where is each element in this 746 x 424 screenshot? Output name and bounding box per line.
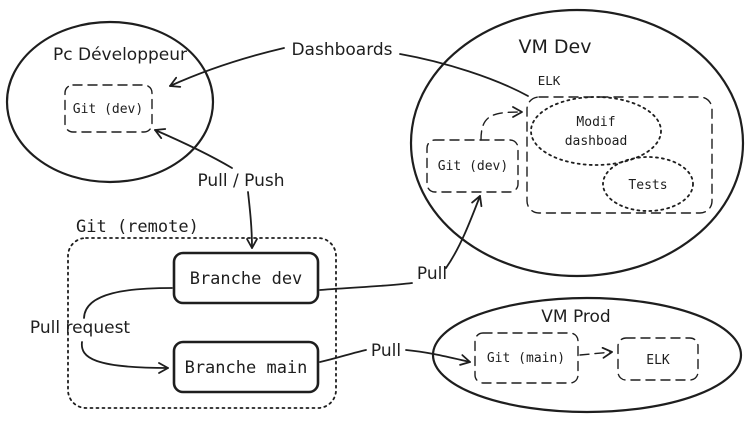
branch-dev-box — [172, 251, 320, 305]
node-vm-dev: VM Dev Git (dev) ELK Modif dashboad Test… — [409, 8, 745, 278]
branch-main-box — [172, 340, 320, 394]
pull-push-label: Pull / Push — [197, 171, 284, 191]
pull-dev-line-1 — [319, 282, 413, 291]
vm-prod-elk-box — [617, 337, 699, 381]
vm-dev-git-box — [426, 139, 519, 193]
modif-dashboard-line1: Modif — [576, 115, 615, 130]
pull-request-arrow — [81, 341, 169, 374]
vm-prod-elk-label: ELK — [646, 353, 670, 368]
pc-dev-git-label: Git (dev) — [73, 102, 143, 117]
pull-push-arrow-up — [154, 128, 233, 169]
vm-dev-elk-box — [526, 96, 713, 214]
edge-pull-to-vm-dev: Pull — [319, 195, 483, 291]
dashboards-arrow — [169, 47, 285, 88]
git-remote-box — [67, 237, 337, 409]
pc-dev-title: Pc Développeur — [53, 45, 187, 65]
pull-prod-arrow — [405, 349, 471, 366]
dashboards-line — [399, 53, 529, 97]
vm-prod-ellipse — [431, 296, 743, 414]
pc-dev-git-box — [64, 84, 153, 133]
modif-dashboard-line2: dashboad — [565, 134, 628, 149]
git-remote-title: Git (remote) — [76, 217, 199, 237]
node-pc-dev: Pc Développeur Git (dev) — [5, 20, 215, 184]
edge-pull-request: Pull request — [30, 287, 173, 374]
modif-dashboard-ellipse — [530, 96, 662, 166]
pull-push-arrow-down — [246, 191, 258, 249]
vm-prod-git-box — [474, 332, 579, 384]
branch-main-label: Branche main — [185, 358, 308, 378]
pull-dev-arrow — [445, 195, 483, 269]
tests-ellipse — [602, 156, 694, 212]
pull-prod-line-1 — [319, 349, 367, 363]
vm-dev-ellipse — [409, 8, 745, 278]
vm-dev-title: VM Dev — [519, 36, 592, 58]
vm-prod-title: VM Prod — [541, 307, 610, 327]
node-vm-prod: VM Prod Git (main) ELK — [431, 296, 743, 414]
vm-dev-git-label: Git (dev) — [438, 159, 508, 174]
edge-pull-to-prod: Pull — [319, 341, 471, 366]
vm-prod-git-label: Git (main) — [487, 351, 565, 366]
tests-label: Tests — [628, 178, 667, 193]
node-git-remote: Git (remote) Branche dev Branche main — [67, 217, 337, 409]
pull-request-label: Pull request — [30, 318, 131, 338]
pull-dev-label: Pull — [417, 264, 447, 284]
vm-dev-elk-label: ELK — [538, 73, 561, 88]
pull-request-line-1 — [83, 287, 173, 319]
edge-dashboards: Dashboards — [169, 40, 529, 97]
edge-vm-dev-git-to-elk — [480, 106, 523, 141]
edge-prod-git-to-elk — [579, 346, 613, 359]
edge-pull-push: Pull / Push — [154, 128, 285, 249]
pc-dev-ellipse — [5, 20, 215, 184]
pull-prod-label: Pull — [371, 341, 401, 361]
branch-dev-label: Branche dev — [190, 269, 303, 289]
dashboards-label: Dashboards — [291, 40, 392, 60]
